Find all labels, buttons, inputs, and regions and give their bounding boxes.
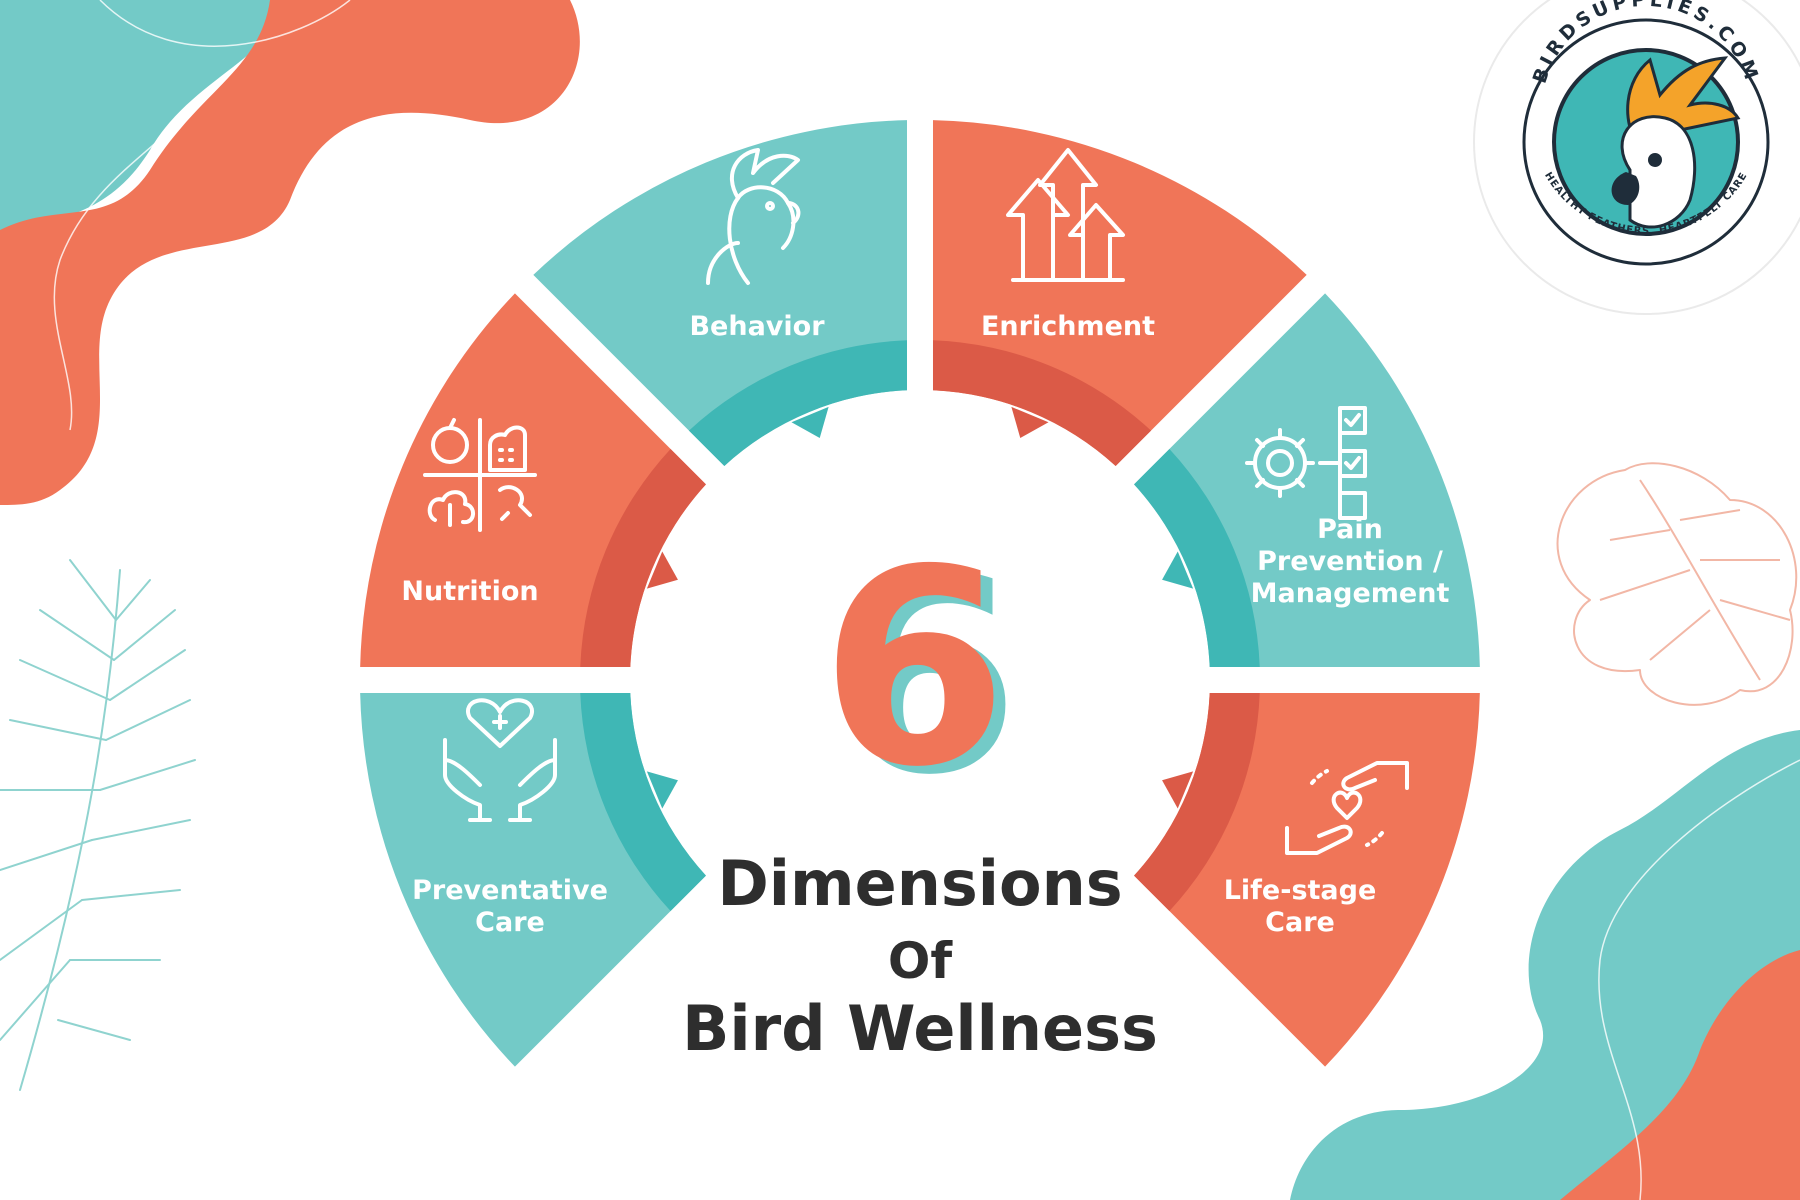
segment-inner-band (932, 340, 1152, 466)
segment-inner-band (688, 340, 908, 466)
title-line-3: Bird Wellness (682, 992, 1158, 1065)
big-number: 6 (820, 511, 1008, 826)
cockatoo-logo-icon (1611, 56, 1741, 229)
segment-notch (646, 551, 678, 589)
top-left-coral-blob (0, 0, 580, 505)
segment-label-line: Care (1265, 907, 1335, 938)
segment-label-line: Nutrition (401, 576, 538, 607)
segment-notch (1162, 551, 1194, 589)
bottom-right-coral-blob (1560, 950, 1800, 1200)
hands-heart-icon (443, 698, 557, 822)
segment-notch (1011, 406, 1049, 438)
monstera-leaf-outline (1556, 462, 1798, 706)
segment-enrichment[interactable]: Enrichment (932, 120, 1307, 466)
segment-label-line: Preventative (412, 875, 608, 906)
hands-cycle-heart-icon (1285, 761, 1409, 855)
segment-notch (791, 406, 829, 438)
segment-nutrition[interactable]: Nutrition (360, 293, 706, 668)
center-title: 6 6 Dimensions Of Bird Wellness (682, 511, 1158, 1065)
segment-inner-band (580, 692, 706, 912)
bottom-right-teal-blob (1290, 730, 1800, 1200)
segment-behavior[interactable]: Behavior (533, 120, 908, 466)
top-left-line (53, 0, 351, 431)
segment-label-line: Enrichment (981, 311, 1155, 342)
segment-inner-band (1134, 448, 1260, 668)
segment-label-line: Behavior (689, 311, 825, 342)
title-line-2: Of (888, 932, 954, 990)
segment-label-line: Care (475, 907, 545, 938)
segment-inner-band (1134, 692, 1260, 912)
segment-inner-band (580, 448, 706, 668)
food-groups-icon (423, 418, 537, 532)
segment-notch (1162, 771, 1194, 809)
growth-arrows-icon (1006, 148, 1125, 282)
segment-label-line: Management (1251, 578, 1450, 609)
segment-notch (646, 771, 678, 809)
gear-checklist-icon (1245, 406, 1367, 520)
segment-label-line: Prevention / (1257, 546, 1443, 577)
bottom-right-line (1598, 759, 1800, 1200)
cockatoo-icon (706, 148, 801, 285)
brand-logo[interactable]: BIRDSUPPLIES.COM HEALTHY FEATHERS. HEART… (1473, 0, 1800, 315)
title-line-1: Dimensions (717, 847, 1122, 920)
segment-label-line: Life-stage (1224, 875, 1377, 906)
segment-label-line: Pain (1317, 514, 1383, 545)
big-number-shadow: 6 (832, 519, 1020, 834)
palm-leaf-outline (0, 559, 196, 1091)
top-left-teal-blob (0, 0, 290, 250)
